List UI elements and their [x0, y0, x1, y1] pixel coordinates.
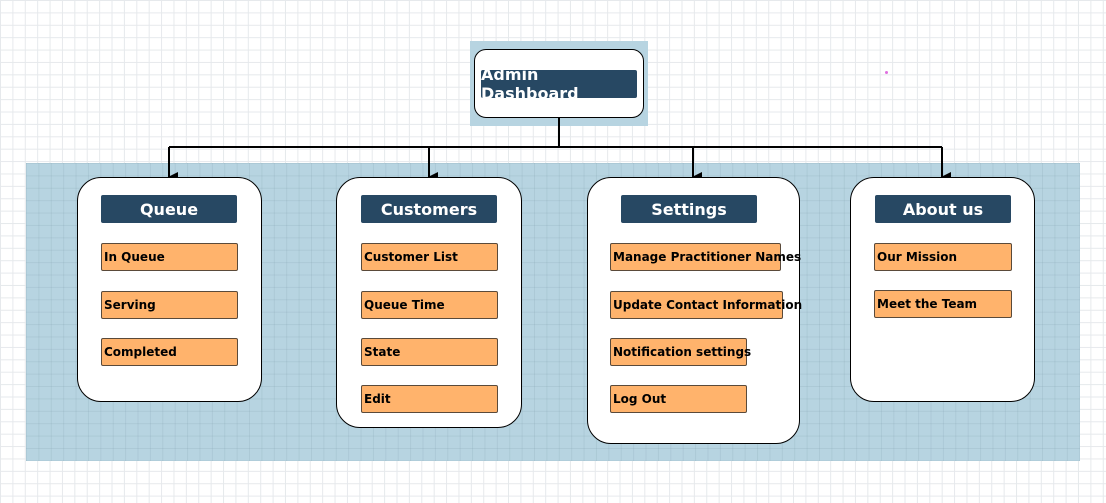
- section-title-queue: Queue: [101, 195, 237, 223]
- stray-dot: [885, 71, 888, 74]
- node-completed[interactable]: Completed: [101, 338, 238, 366]
- node-in-queue[interactable]: In Queue: [101, 243, 238, 271]
- node-update-contact-information[interactable]: Update Contact Information: [610, 291, 802, 319]
- node-meet-the-team[interactable]: Meet the Team: [874, 290, 1012, 318]
- node-customer-list[interactable]: Customer List: [361, 243, 498, 271]
- node-our-mission[interactable]: Our Mission: [874, 243, 1012, 271]
- node-notification-settings[interactable]: Notification settings: [610, 338, 751, 366]
- node-manage-practitioner-names[interactable]: Manage Practitioner Names: [610, 243, 801, 271]
- section-title-about-us: About us: [875, 195, 1011, 223]
- node-state[interactable]: State: [361, 338, 498, 366]
- node-log-out[interactable]: Log Out: [610, 385, 747, 413]
- node-serving[interactable]: Serving: [101, 291, 238, 319]
- section-title-customers: Customers: [361, 195, 497, 223]
- root-title: Admin Dashboard: [481, 65, 637, 103]
- node-edit[interactable]: Edit: [361, 385, 498, 413]
- section-title-settings: Settings: [621, 195, 757, 223]
- node-queue-time[interactable]: Queue Time: [361, 291, 498, 319]
